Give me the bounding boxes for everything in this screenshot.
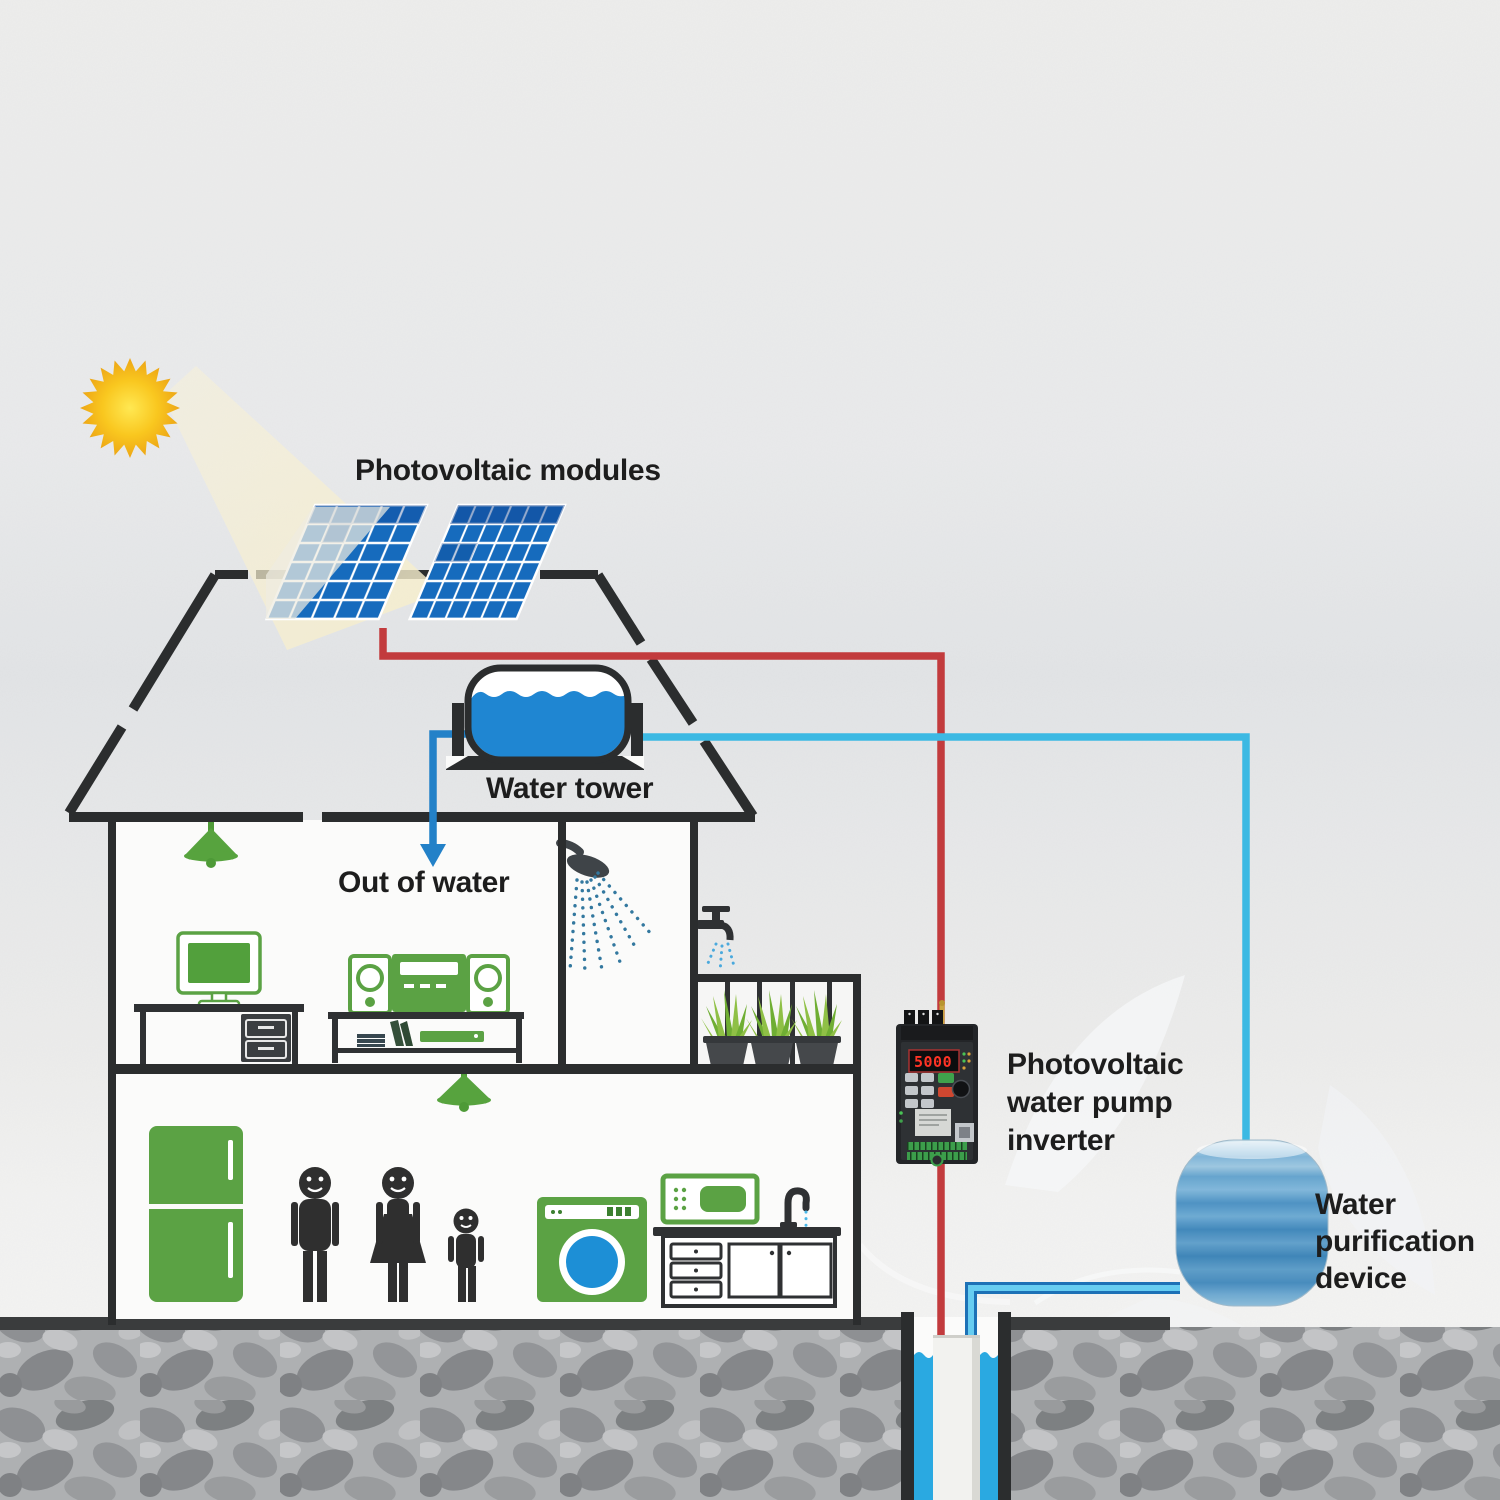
label-water-tower: Water tower [486,772,654,805]
roof-ridge [215,570,248,579]
beam-wash [266,507,390,619]
computer-desk-icon [134,931,304,1064]
stereo-icon [328,954,524,1063]
label-out-of-water: Out of water [338,866,510,899]
roof-eaves [69,812,303,822]
microwave-icon [660,1173,760,1225]
family-icon [291,1167,484,1302]
water-tank-icon [446,664,644,770]
fridge-icon [149,1126,243,1302]
well-pump-pipe [933,1335,980,1500]
inverter-display-value: 5000 [914,1053,952,1071]
inverter-device-icon: 5000 [896,1000,978,1167]
floor-divider [108,1064,861,1074]
water-purification-icon [1175,1139,1329,1307]
label-photovoltaic-modules: Photovoltaic modules [355,454,661,487]
rack-rail [690,974,861,982]
label-water-purification: Water purification device [1315,1188,1475,1295]
inverter-display [908,1049,960,1073]
well-water-left [914,1352,933,1500]
ground-rock [0,1317,1500,1500]
faucet-icon [697,906,736,974]
lamp-icon-lower [437,1074,491,1112]
shower-spray [568,871,654,977]
tank-water [471,691,625,757]
man-icon [291,1167,339,1302]
solar-panel-right [407,503,567,621]
well-walls [901,1312,1011,1500]
ground-line [0,1317,914,1330]
kitchen-sink-icon [653,1187,841,1308]
well-water-right [980,1352,998,1500]
lamp-icon [184,816,238,868]
faucet-spray [704,942,736,974]
plant-icon [701,990,752,1066]
shower-wall-right [690,822,698,1064]
label-inverter: Photovoltaic water pump inverter [1007,1048,1184,1157]
water-supply-line [634,733,1250,1145]
woman-icon [370,1167,426,1302]
solar-panel-icon [264,503,567,621]
run-button [938,1073,954,1083]
label-sticker [915,1109,951,1136]
well-pipe [965,1282,1180,1337]
stop-button [938,1087,954,1097]
power-line [379,628,945,1340]
right-wall [853,974,861,1325]
shower-icon [556,839,654,977]
sun-icon [80,358,180,458]
roof-slopes [64,572,758,819]
shower-wall-left [558,822,566,1064]
washing-machine-icon [537,1197,647,1302]
child-icon [448,1208,484,1302]
knob [951,1079,971,1099]
